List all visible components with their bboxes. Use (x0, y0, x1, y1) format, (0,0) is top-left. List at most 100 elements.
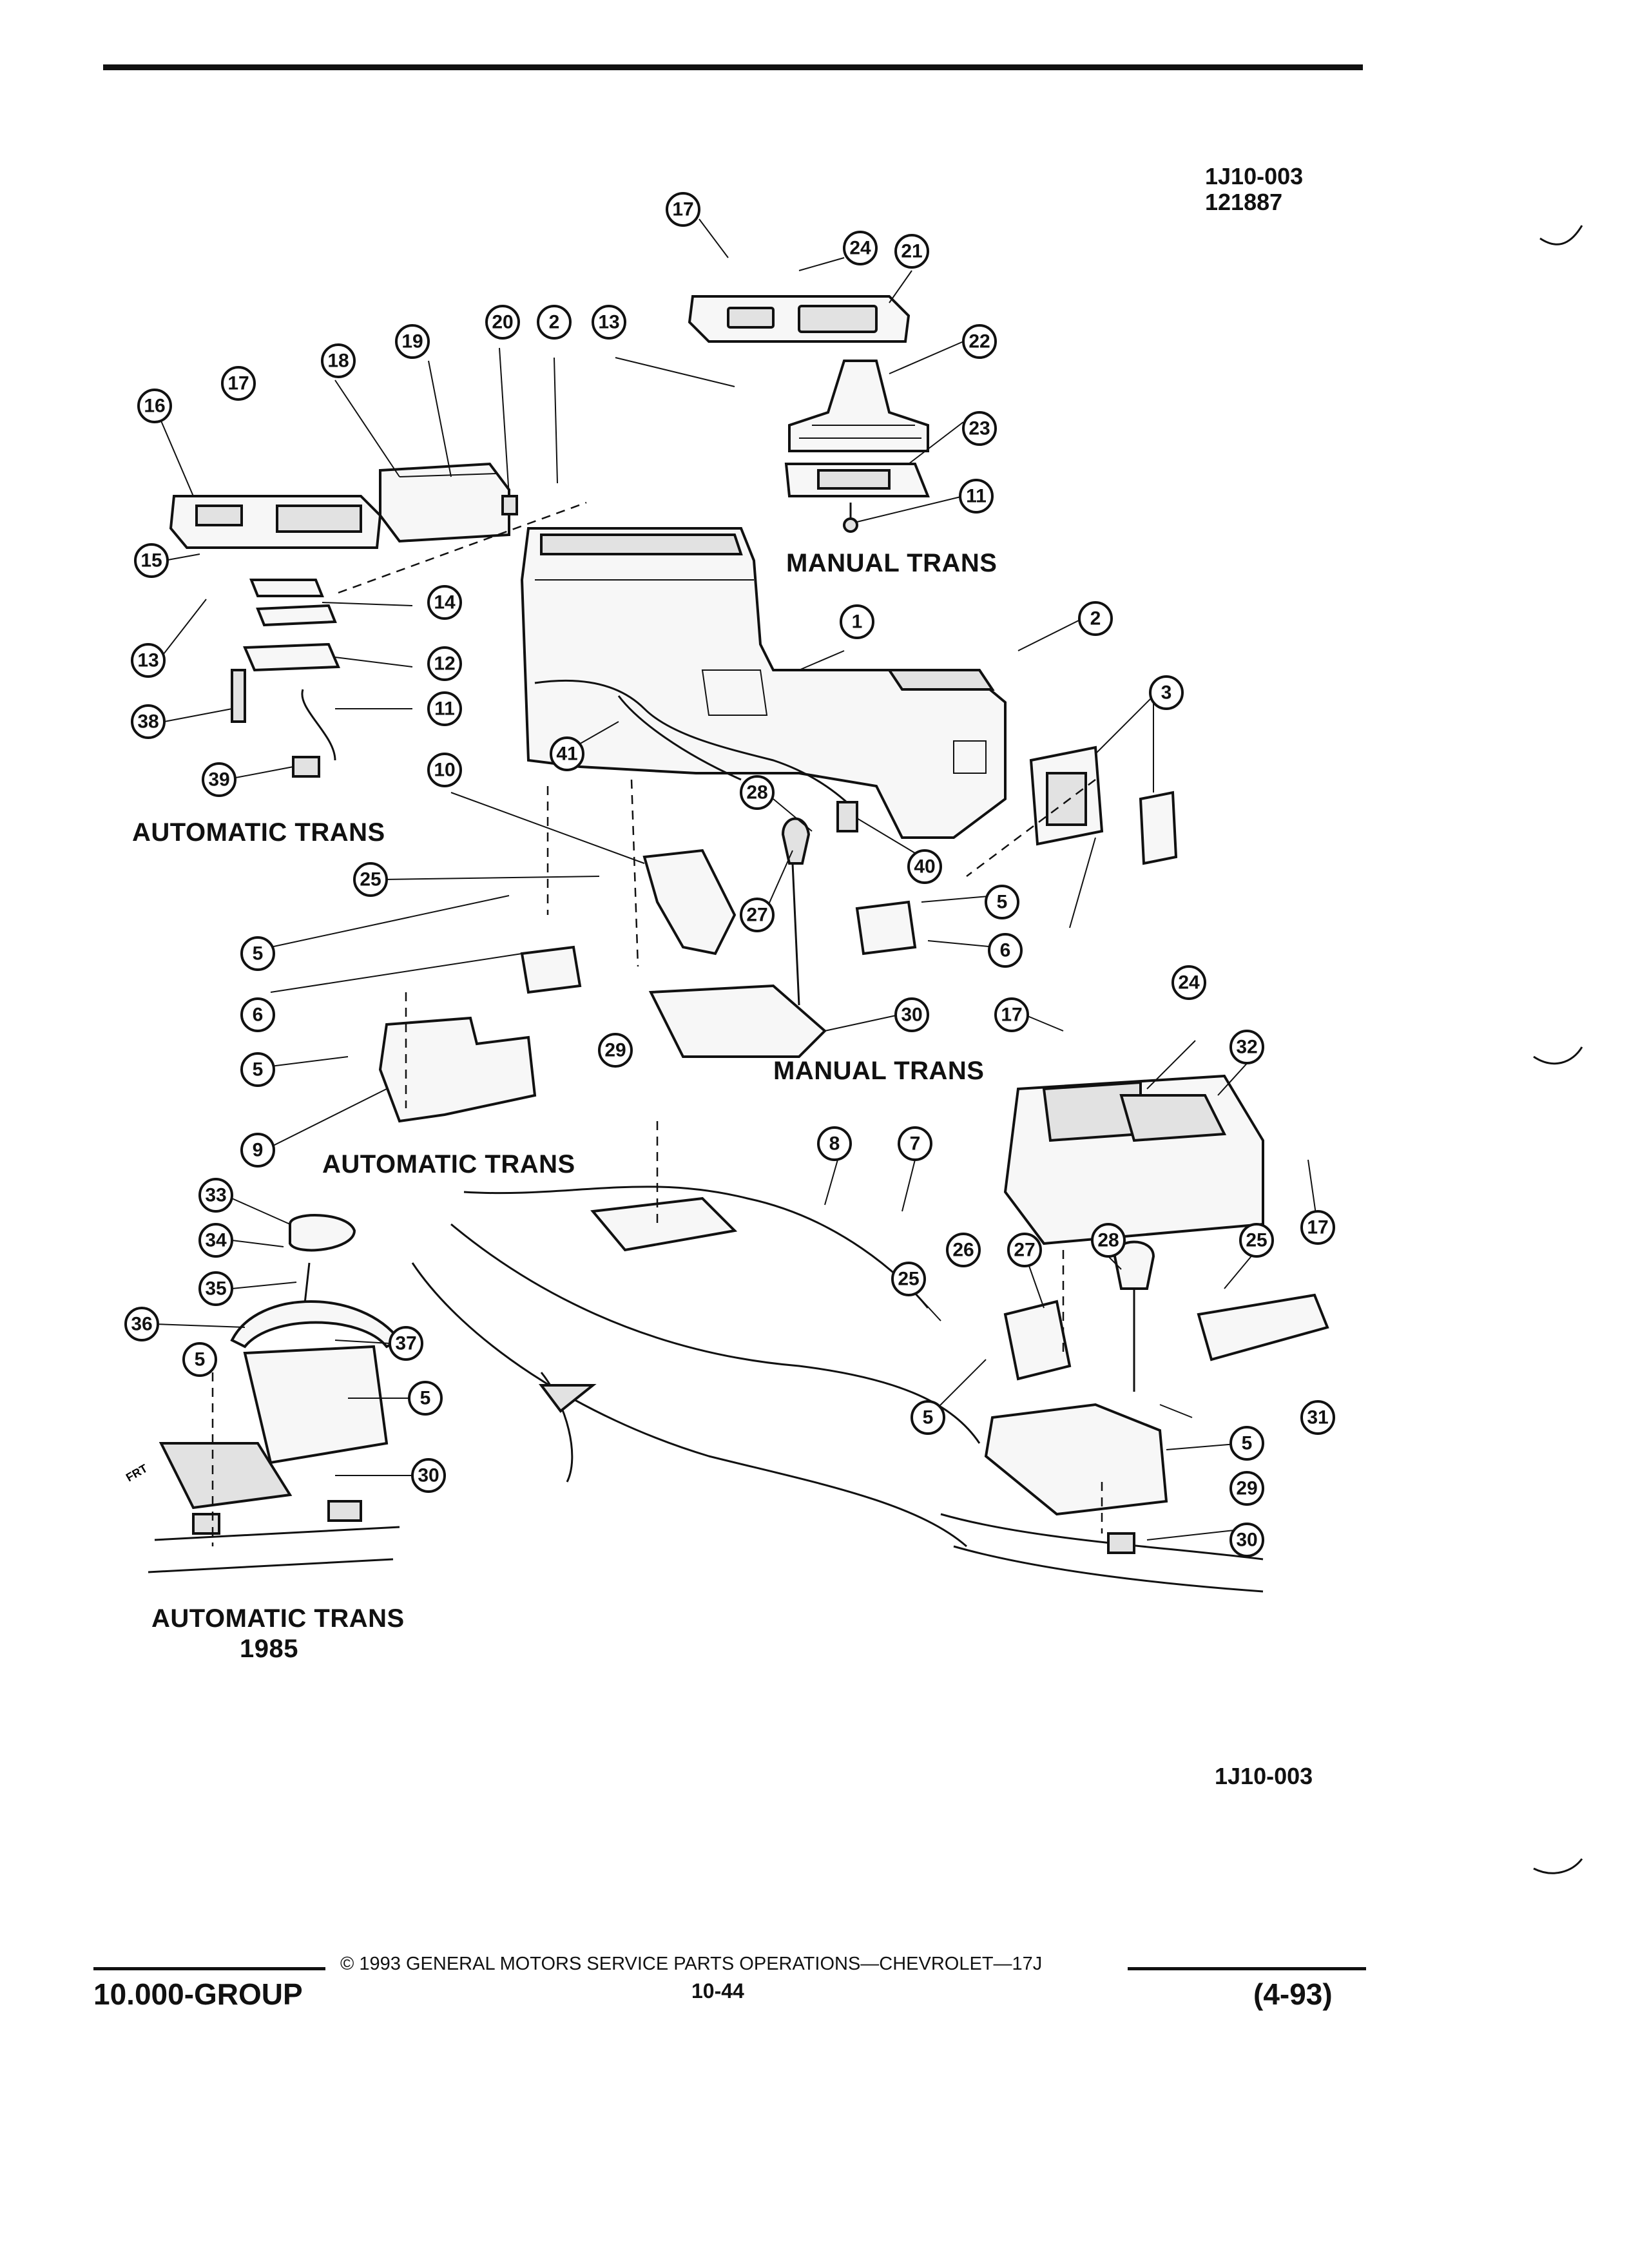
svg-text:17: 17 (672, 199, 693, 220)
callout-36: 36 (124, 1307, 159, 1341)
svg-text:21: 21 (901, 241, 922, 262)
figure-date: 121887 (1205, 189, 1283, 215)
footer-revision: (4-93) (1253, 1977, 1333, 2011)
svg-text:27: 27 (746, 905, 767, 926)
callout-28-b: 28 (1091, 1223, 1126, 1258)
svg-text:39: 39 (208, 769, 229, 791)
shifter-assembly-1985 (159, 1345, 389, 1510)
svg-text:30: 30 (418, 1465, 439, 1486)
svg-text:25: 25 (360, 869, 381, 890)
cable-bracket (836, 801, 858, 832)
footer-rule-left (93, 1967, 325, 1970)
callout-2-a: 2 (537, 305, 572, 340)
callout-5-c: 5 (240, 1052, 275, 1087)
svg-text:8: 8 (829, 1133, 840, 1155)
svg-text:13: 13 (137, 650, 159, 671)
shift-boot (788, 360, 929, 452)
callout-11-a: 11 (959, 479, 994, 514)
callout-24-b: 24 (1171, 965, 1206, 1000)
svg-text:30: 30 (1236, 1530, 1257, 1551)
callout-5-b: 5 (240, 936, 275, 971)
automatic-bezel (169, 495, 382, 549)
callout-17-a: 17 (666, 192, 700, 227)
bezel-plate (1029, 745, 1178, 865)
leader-lines (154, 218, 1318, 1541)
callout-26: 26 (946, 1233, 981, 1267)
callout-2-b: 2 (1078, 601, 1113, 636)
callout-11-b: 11 (427, 691, 462, 726)
storage-tray (379, 462, 510, 543)
svg-text:6: 6 (1000, 940, 1011, 961)
indicator-bracket (231, 669, 246, 723)
callout-7: 7 (898, 1126, 932, 1161)
svg-text:37: 37 (395, 1333, 416, 1354)
svg-text:11: 11 (966, 486, 987, 507)
footer-page-number: 10-44 (691, 1979, 744, 2003)
callout-35: 35 (198, 1271, 233, 1306)
callout-21: 21 (894, 234, 929, 269)
svg-text:30: 30 (901, 1004, 922, 1026)
svg-text:31: 31 (1307, 1407, 1328, 1428)
label-automatic-trans-1985: AUTOMATIC TRANS (151, 1604, 405, 1633)
svg-text:17: 17 (227, 373, 249, 394)
binding-mark-3 (1533, 1858, 1583, 1874)
svg-text:41: 41 (556, 744, 577, 765)
svg-text:35: 35 (205, 1278, 226, 1300)
rear-console (1003, 1074, 1264, 1245)
callout-25-c: 25 (891, 1262, 926, 1296)
callout-17-b: 17 (221, 366, 256, 401)
callout-12: 12 (427, 646, 462, 681)
svg-text:15: 15 (140, 550, 162, 572)
svg-text:18: 18 (327, 351, 349, 372)
callout-22: 22 (962, 324, 997, 359)
callout-5-a: 5 (985, 885, 1019, 919)
indicator-lens (256, 604, 337, 627)
callout-38: 38 (131, 704, 166, 739)
manual-shifter-base (648, 817, 827, 1058)
svg-text:2: 2 (1090, 608, 1101, 629)
alignment-lines (211, 501, 1103, 1546)
svg-text:5: 5 (923, 1407, 934, 1428)
indicator-housing (243, 642, 340, 672)
callout-5-g: 5 (1229, 1426, 1264, 1461)
svg-text:14: 14 (434, 592, 456, 613)
svg-text:38: 38 (137, 711, 159, 733)
indicator-wire (301, 689, 336, 761)
auto-shift-knob (289, 1214, 356, 1252)
callout-15: 15 (134, 543, 169, 578)
svg-text:5: 5 (253, 943, 264, 965)
callout-31: 31 (1300, 1400, 1335, 1435)
svg-text:32: 32 (1236, 1037, 1257, 1058)
manual-trans-bezel (688, 295, 911, 343)
shifter-bracket (642, 849, 737, 956)
svg-text:5: 5 (195, 1349, 206, 1370)
svg-text:5: 5 (420, 1388, 431, 1409)
callout-24-a: 24 (843, 231, 878, 265)
svg-text:23: 23 (969, 418, 990, 439)
callout-13-a: 13 (592, 305, 626, 340)
shift-cable (534, 679, 858, 813)
binding-mark-1 (1539, 225, 1583, 245)
callout-30-b: 30 (411, 1458, 446, 1493)
callout-19: 19 (395, 324, 430, 359)
label-automatic-trans-left: AUTOMATIC TRANS (132, 818, 385, 847)
callout-27-a: 27 (740, 898, 775, 932)
svg-text:17: 17 (1307, 1217, 1328, 1238)
svg-text:6: 6 (253, 1004, 264, 1026)
svg-text:28: 28 (746, 782, 767, 803)
callout-30-a: 30 (894, 997, 929, 1032)
callout-3: 3 (1149, 675, 1184, 710)
manual-shifter-assembly (984, 1403, 1168, 1516)
callout-37: 37 (389, 1326, 423, 1361)
floor-pan (411, 1186, 981, 1548)
callout-28-a: 28 (740, 775, 775, 810)
callout-29-b: 29 (1229, 1471, 1264, 1506)
svg-text:3: 3 (1161, 682, 1172, 704)
floor-right (940, 1513, 1264, 1593)
shift-cable-2 (617, 695, 742, 781)
callout-16: 16 (137, 389, 172, 423)
frt-label: FRT (124, 1462, 149, 1485)
callout-34: 34 (198, 1223, 233, 1258)
